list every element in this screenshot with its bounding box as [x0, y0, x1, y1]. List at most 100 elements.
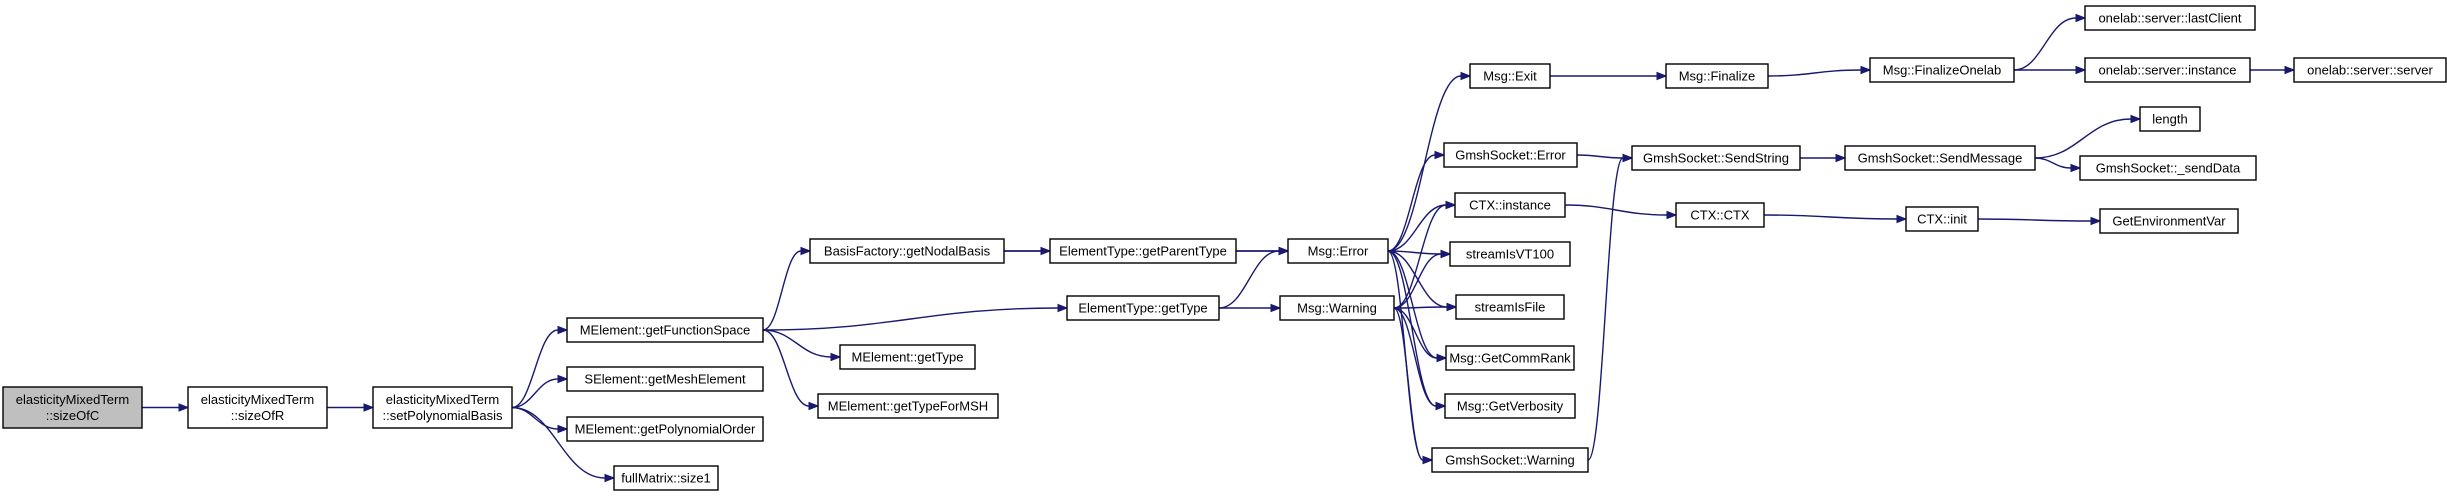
node-onelab-server-instance[interactable]: onelab::server::instance — [2084, 57, 2251, 83]
node-streamisvt100[interactable]: streamIsVT100 — [1449, 241, 1571, 267]
edge-arrowhead — [604, 473, 616, 483]
node-melement-getfunctionspace[interactable]: MElement::getFunctionSpace — [566, 317, 764, 343]
node-gmshsocket-sendstring[interactable]: GmshSocket::SendString — [1631, 145, 1801, 171]
edge-arrowhead — [2090, 216, 2102, 226]
edge-n4-n9 — [762, 303, 1069, 331]
node-onelab-server-server[interactable]: onelab::server::server — [2293, 57, 2447, 83]
edge-arrowhead — [1435, 401, 1447, 411]
edge-line — [1587, 157, 1624, 461]
edge-line — [1387, 250, 1442, 255]
node-label: CTX::CTX — [1690, 208, 1750, 223]
node-gmshsocket-warning[interactable]: GmshSocket::Warning — [1431, 447, 1589, 473]
node-box — [1445, 345, 1575, 371]
node-msg-error[interactable]: Msg::Error — [1287, 238, 1389, 264]
node-label: CTX::init — [1917, 212, 1967, 227]
node-box — [1431, 447, 1589, 473]
node-box — [566, 416, 764, 442]
edge-arrowhead — [1896, 214, 1908, 224]
edge-line — [1218, 250, 1280, 309]
node-gmshsocket-sendmessage[interactable]: GmshSocket::SendMessage — [1844, 145, 2036, 171]
node-label: Msg::Finalize — [1679, 69, 1756, 84]
edges-layer — [142, 13, 2296, 483]
edge-n3-n4 — [511, 325, 569, 409]
node-box — [1869, 57, 2015, 83]
node-ctx-ctx[interactable]: CTX::CTX — [1675, 202, 1765, 228]
node-box — [809, 238, 1005, 264]
node-label: ::sizeOfC — [46, 408, 99, 423]
node-box — [1443, 142, 1578, 168]
node-label: BasisFactory::getNodalBasis — [824, 244, 991, 259]
edge-arrowhead — [1666, 210, 1678, 220]
node-label: onelab::server::instance — [2098, 63, 2236, 78]
edge-n14-n19 — [1393, 302, 1458, 312]
node-getenvironmentvar[interactable]: GetEnvironmentVar — [2099, 208, 2239, 234]
node-box — [1665, 63, 1769, 89]
node-box — [2099, 208, 2239, 234]
node-ctx-init[interactable]: CTX::init — [1905, 206, 1979, 232]
node-gmshsocket-senddata[interactable]: GmshSocket::_sendData — [2079, 155, 2257, 181]
node-elasticitymixedterm-sizeofr[interactable]: elasticityMixedTerm::sizeOfR — [187, 386, 328, 429]
node-elementtype-getparenttype[interactable]: ElementType::getParentType — [1049, 238, 1237, 264]
edge-line — [1393, 253, 1442, 309]
node-label: ::sizeOfR — [231, 408, 284, 423]
node-label: MElement::getPolynomialOrder — [575, 422, 756, 437]
node-ctx-instance[interactable]: CTX::instance — [1454, 192, 1566, 218]
edge-arrowhead — [1057, 303, 1069, 313]
node-length[interactable]: length — [2139, 106, 2201, 132]
node-gmshsocket-error[interactable]: GmshSocket::Error — [1443, 142, 1578, 168]
edge-n13-n22 — [1387, 250, 1434, 465]
node-melement-gettype[interactable]: MElement::getType — [839, 344, 976, 370]
edge-n22-n28 — [1587, 153, 1634, 461]
edge-arrowhead — [2284, 65, 2296, 75]
edge-n13-n16 — [1387, 150, 1446, 252]
node-box — [2, 386, 143, 429]
node-msg-getverbosity[interactable]: Msg::GetVerbosity — [1444, 393, 1576, 419]
edge-n17-n32 — [1564, 204, 1678, 220]
edge-line — [1393, 306, 1448, 309]
node-box — [839, 344, 976, 370]
node-box — [187, 386, 328, 429]
edge-arrowhead — [557, 325, 569, 335]
node-msg-exit[interactable]: Msg::Exit — [1469, 63, 1551, 89]
edge-n14-n18 — [1393, 249, 1452, 309]
node-label: GmshSocket::Error — [1455, 148, 1566, 163]
node-msg-finalizeonelab[interactable]: Msg::FinalizeOnelab — [1869, 57, 2015, 83]
edge-n23-n24 — [1767, 65, 1872, 77]
node-label: ElementType::getType — [1078, 301, 1207, 316]
node-box — [1454, 192, 1566, 218]
node-box — [1631, 145, 1801, 171]
node-box — [2079, 155, 2257, 181]
node-elementtype-gettype[interactable]: ElementType::getType — [1066, 295, 1220, 321]
node-box — [1675, 202, 1765, 228]
node-elasticitymixedterm-sizeofc[interactable]: elasticityMixedTerm::sizeOfC — [2, 386, 143, 429]
node-melement-gettypeformsh[interactable]: MElement::getTypeForMSH — [817, 393, 999, 419]
edge-arrowhead — [1860, 65, 1872, 75]
node-box — [1287, 238, 1389, 264]
node-elasticitymixedterm-setpolynomialbasis[interactable]: elasticityMixedTerm::setPolynomialBasis — [372, 386, 513, 429]
node-label: ::setPolynomialBasis — [383, 408, 503, 423]
edge-line — [2034, 157, 2072, 169]
node-melement-getpolynomialorder[interactable]: MElement::getPolynomialOrder — [566, 416, 764, 442]
edge-n33-n34 — [1977, 216, 2102, 226]
edge-line — [1387, 154, 1436, 252]
node-fullmatrix-size1[interactable]: fullMatrix::size1 — [613, 465, 719, 491]
node-streamisfile[interactable]: streamIsFile — [1455, 294, 1565, 320]
node-label: Msg::GetVerbosity — [1457, 399, 1564, 414]
node-basisfactory-getnodalbasis[interactable]: BasisFactory::getNodalBasis — [809, 238, 1005, 264]
edge-arrowhead — [2130, 114, 2142, 124]
node-msg-finalize[interactable]: Msg::Finalize — [1665, 63, 1769, 89]
node-label: GetEnvironmentVar — [2112, 214, 2226, 229]
edge-n9-n13 — [1218, 246, 1290, 309]
node-msg-getcommrank[interactable]: Msg::GetCommRank — [1445, 345, 1575, 371]
edge-line — [1393, 204, 1447, 309]
edge-arrowhead — [800, 246, 812, 256]
edge-line — [1576, 154, 1624, 159]
node-selement-getmeshelement[interactable]: SElement::getMeshElement — [566, 366, 764, 392]
node-msg-warning[interactable]: Msg::Warning — [1279, 295, 1395, 321]
node-onelab-server-lastclient[interactable]: onelab::server::lastClient — [2084, 5, 2256, 31]
edge-arrowhead — [808, 401, 820, 411]
edge-line — [511, 406, 559, 430]
node-label: streamIsFile — [1475, 300, 1546, 315]
node-label: onelab::server::server — [2307, 63, 2433, 78]
